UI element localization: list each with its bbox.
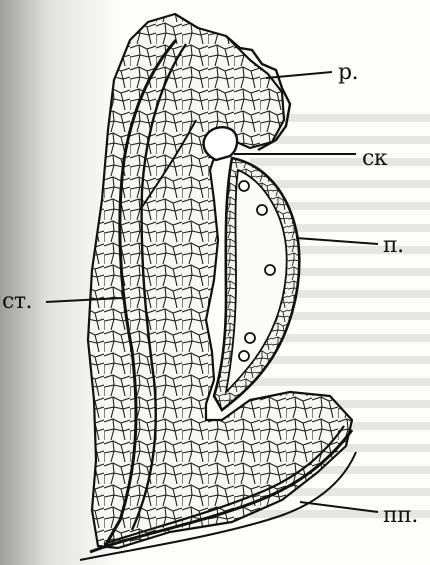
label-pp: пп. bbox=[383, 505, 418, 527]
ovule bbox=[245, 333, 255, 343]
ovule bbox=[239, 181, 249, 191]
tissue-body bbox=[88, 14, 352, 548]
leader-line-p bbox=[296, 238, 378, 244]
label-r: р. bbox=[338, 62, 358, 84]
leader-line-pp bbox=[300, 502, 378, 512]
ovule bbox=[257, 205, 267, 215]
ovule bbox=[239, 351, 249, 361]
small-chamber bbox=[204, 127, 237, 160]
ovule bbox=[265, 265, 275, 275]
label-sk: ск bbox=[362, 148, 387, 170]
label-p: п. bbox=[383, 235, 404, 257]
label-st: ст. bbox=[2, 291, 32, 313]
